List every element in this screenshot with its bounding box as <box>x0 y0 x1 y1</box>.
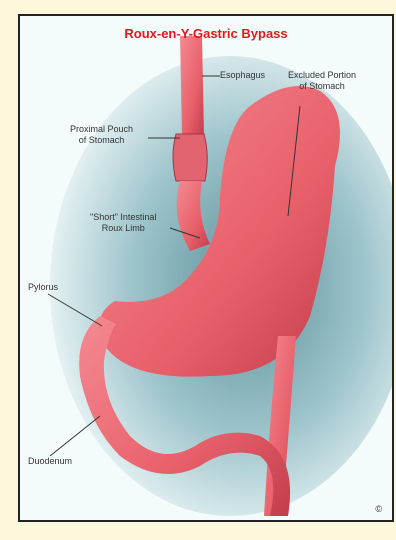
proximal-pouch-label: Proximal Pouch of Stomach <box>70 124 133 146</box>
figure-frame: Roux-en-Y-Gastric Bypass Esophagus Exclu… <box>18 14 394 522</box>
diagram-title: Roux-en-Y-Gastric Bypass <box>20 26 392 41</box>
excluded-portion-label: Excluded Portion of Stomach <box>288 70 356 92</box>
esophagus-shape <box>180 36 204 136</box>
short-roux-limb-label: "Short" Intestinal Roux Limb <box>90 212 156 234</box>
duodenum-label: Duodenum <box>28 456 72 467</box>
copyright-mark: © <box>375 504 382 514</box>
duodenum-leader <box>50 416 100 456</box>
pylorus-label: Pylorus <box>28 282 58 293</box>
esophagus-label: Esophagus <box>220 70 265 81</box>
proximal-pouch-shape <box>173 134 207 181</box>
